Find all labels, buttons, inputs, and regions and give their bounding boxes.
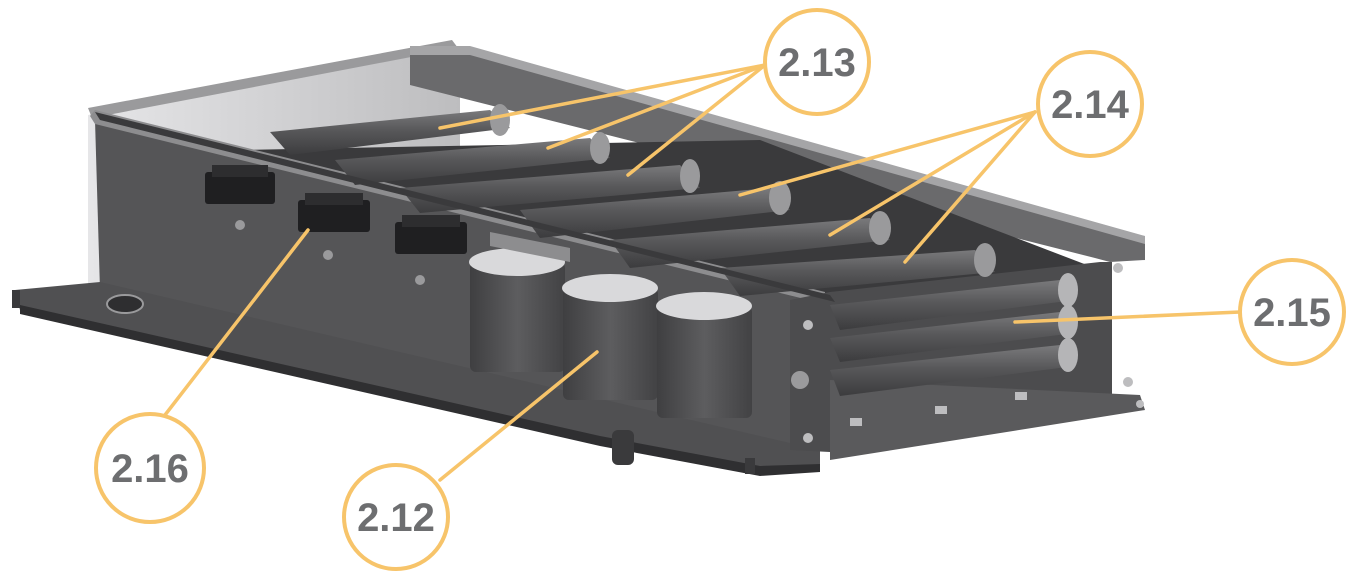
leader-2-14 xyxy=(828,110,1037,237)
chassis-floor-flange xyxy=(15,282,820,470)
callout-2-15[interactable]: 2.15 xyxy=(1238,258,1346,366)
callout-label: 2.15 xyxy=(1253,291,1331,335)
callout-label: 2.13 xyxy=(778,41,856,85)
tube xyxy=(270,104,510,155)
cylinder-capacitor xyxy=(469,248,565,372)
callout-2-13[interactable]: 2.13 xyxy=(763,8,871,116)
leader-2-13 xyxy=(626,63,767,177)
chassis-right-base xyxy=(830,380,1145,460)
mounting-rail xyxy=(95,112,835,302)
callout-label: 2.16 xyxy=(111,447,189,491)
tube xyxy=(400,159,700,213)
cylinder-capacitor xyxy=(562,274,658,400)
terminal-block xyxy=(205,165,275,230)
leader-2-13 xyxy=(546,63,767,150)
callout-2-14[interactable]: 2.14 xyxy=(1036,50,1144,158)
resistor-tubes xyxy=(270,104,1078,396)
capacitors xyxy=(469,248,752,418)
tube xyxy=(520,181,791,238)
leader-2-14 xyxy=(738,110,1037,197)
bus-bar xyxy=(490,232,570,262)
callout-2-12[interactable]: 2.12 xyxy=(342,463,450,571)
callout-label: 2.14 xyxy=(1051,83,1130,127)
tube xyxy=(720,243,996,296)
terminal-blocks xyxy=(205,165,570,285)
chassis-foot xyxy=(612,430,634,465)
cylinder-capacitor xyxy=(656,292,752,418)
tube xyxy=(830,338,1078,396)
callout-2-16[interactable]: 2.16 xyxy=(94,412,206,524)
tube xyxy=(610,211,891,268)
leader-2-14 xyxy=(903,110,1037,264)
chassis-back-lip xyxy=(88,40,458,118)
tube xyxy=(335,132,610,185)
leader-lines xyxy=(163,63,1242,482)
callout-label: 2.12 xyxy=(357,496,435,540)
terminal-block xyxy=(298,193,370,260)
leader-2-15 xyxy=(1013,310,1242,324)
grommet-hole xyxy=(106,294,144,314)
leader-2-13 xyxy=(438,63,767,130)
chassis-foot xyxy=(745,458,755,474)
tube xyxy=(830,305,1078,362)
tube xyxy=(830,273,1078,330)
leader-2-12 xyxy=(438,350,599,482)
fasteners xyxy=(791,263,1144,443)
leader-2-16 xyxy=(163,228,310,417)
chassis-foot xyxy=(12,290,20,308)
terminal-block xyxy=(395,215,467,285)
